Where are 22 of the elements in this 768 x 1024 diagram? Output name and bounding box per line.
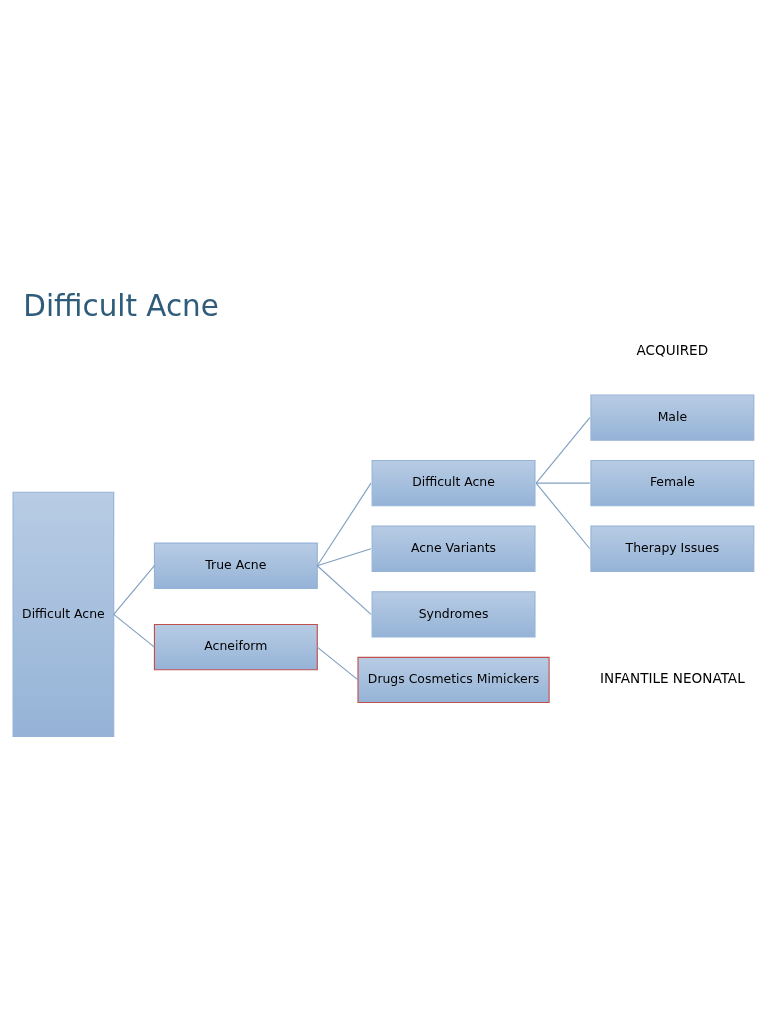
node-box: Acne Variants — [371, 525, 536, 572]
node-box: Drugs Cosmetics Mimickers — [357, 656, 550, 704]
diagram-title: Difficult Acne — [23, 288, 219, 323]
connector — [316, 646, 359, 681]
connector — [316, 482, 372, 567]
node-box: Syndromes — [371, 591, 536, 638]
connector — [316, 548, 372, 567]
node-box: Difficult Acne — [12, 491, 115, 738]
connector — [535, 417, 591, 484]
node-box: True Acne — [153, 542, 318, 589]
connector — [113, 613, 155, 648]
node-box: Acneiform — [153, 623, 318, 671]
node-box: Male — [590, 394, 755, 441]
node-box: Difficult Acne — [371, 460, 536, 507]
label: ACQUIRED — [636, 342, 709, 359]
node-box: Therapy Issues — [590, 525, 755, 572]
node-box: Female — [590, 460, 755, 507]
connector — [535, 482, 591, 550]
connector — [316, 565, 372, 615]
connector — [113, 565, 155, 615]
connector — [535, 482, 591, 484]
label: INFANTILE NEONATAL — [600, 670, 745, 687]
